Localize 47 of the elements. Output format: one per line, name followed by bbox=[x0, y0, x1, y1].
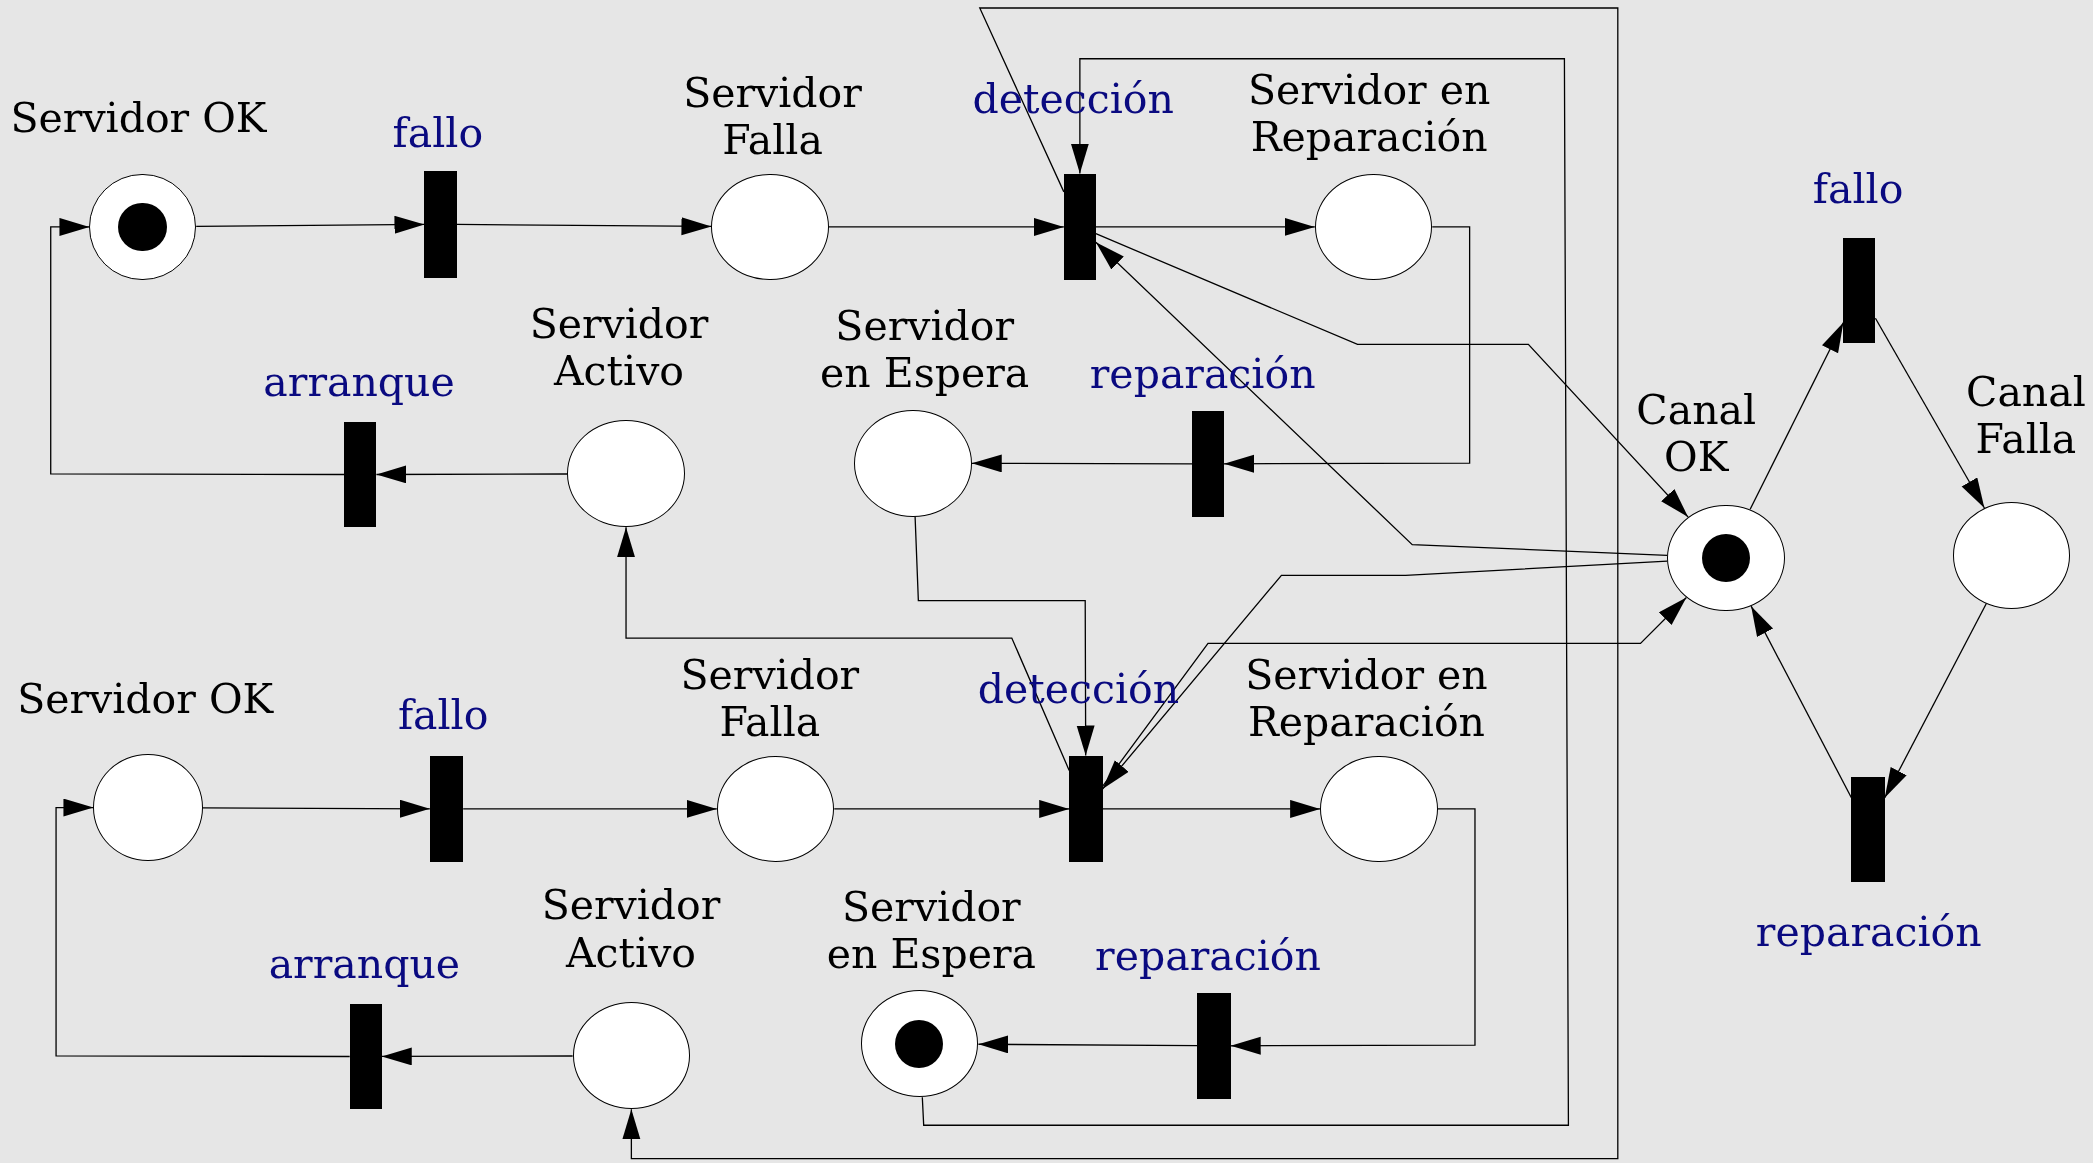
place-label: Servidor OK bbox=[16, 676, 275, 724]
place-label: Canal Falla bbox=[1965, 368, 2087, 463]
arc-arrow bbox=[1749, 321, 1845, 510]
arc-arrow bbox=[828, 217, 1065, 236]
arc-arrow bbox=[462, 799, 718, 818]
arc-arrow bbox=[455, 217, 713, 236]
transition-label: reparación bbox=[1755, 909, 1982, 957]
arc-arrow bbox=[1095, 241, 1668, 557]
place-label: Servidor Activo bbox=[528, 300, 710, 395]
transition-label: fallo bbox=[397, 692, 489, 740]
place-label: Servidor Falla bbox=[679, 651, 861, 746]
arc-arrow bbox=[1101, 596, 1688, 787]
transition-label: arranque bbox=[268, 940, 461, 988]
transition-label: fallo bbox=[392, 110, 484, 158]
arc-arrow bbox=[55, 798, 351, 1058]
transition-label: reparación bbox=[1095, 932, 1321, 980]
arc-arrow bbox=[977, 1035, 1198, 1054]
arc-arrow bbox=[195, 215, 426, 234]
arc-arrow bbox=[1223, 226, 1471, 473]
arc-arrow bbox=[622, 7, 1619, 1160]
arc-arrow bbox=[921, 58, 1570, 1126]
arc-arrow bbox=[1095, 233, 1689, 518]
place-label: Servidor en Reparación bbox=[1246, 66, 1492, 162]
place-label: Servidor OK bbox=[9, 95, 268, 143]
arc-arrow bbox=[1874, 317, 1986, 509]
place-label: Servidor Activo bbox=[540, 882, 722, 977]
arc-arrow bbox=[971, 454, 1193, 473]
arc-arrow bbox=[202, 799, 431, 818]
transition-label: arranque bbox=[263, 358, 455, 406]
arc-arrow bbox=[617, 526, 1070, 772]
transition-label: fallo bbox=[1812, 166, 1904, 214]
place-label: Servidor en Espera bbox=[819, 303, 1031, 398]
arc-arrow bbox=[833, 799, 1070, 818]
place-label: Canal OK bbox=[1635, 387, 1758, 482]
place-label: Servidor en Reparación bbox=[1244, 651, 1489, 746]
arc-arrow bbox=[50, 217, 346, 476]
arc-arrow bbox=[375, 465, 568, 484]
token-dot bbox=[118, 202, 167, 251]
arc-arrow bbox=[1101, 560, 1668, 790]
arc-arrow bbox=[381, 1047, 574, 1066]
arc-arrow bbox=[1230, 808, 1476, 1055]
place-label: Servidor en Espera bbox=[825, 883, 1037, 979]
arc-arrow bbox=[1101, 799, 1321, 818]
arc-arrow bbox=[1095, 217, 1316, 236]
arc-arrow bbox=[1884, 602, 1987, 799]
arc-arrow bbox=[1750, 605, 1853, 799]
place-label: Servidor Falla bbox=[682, 69, 863, 164]
